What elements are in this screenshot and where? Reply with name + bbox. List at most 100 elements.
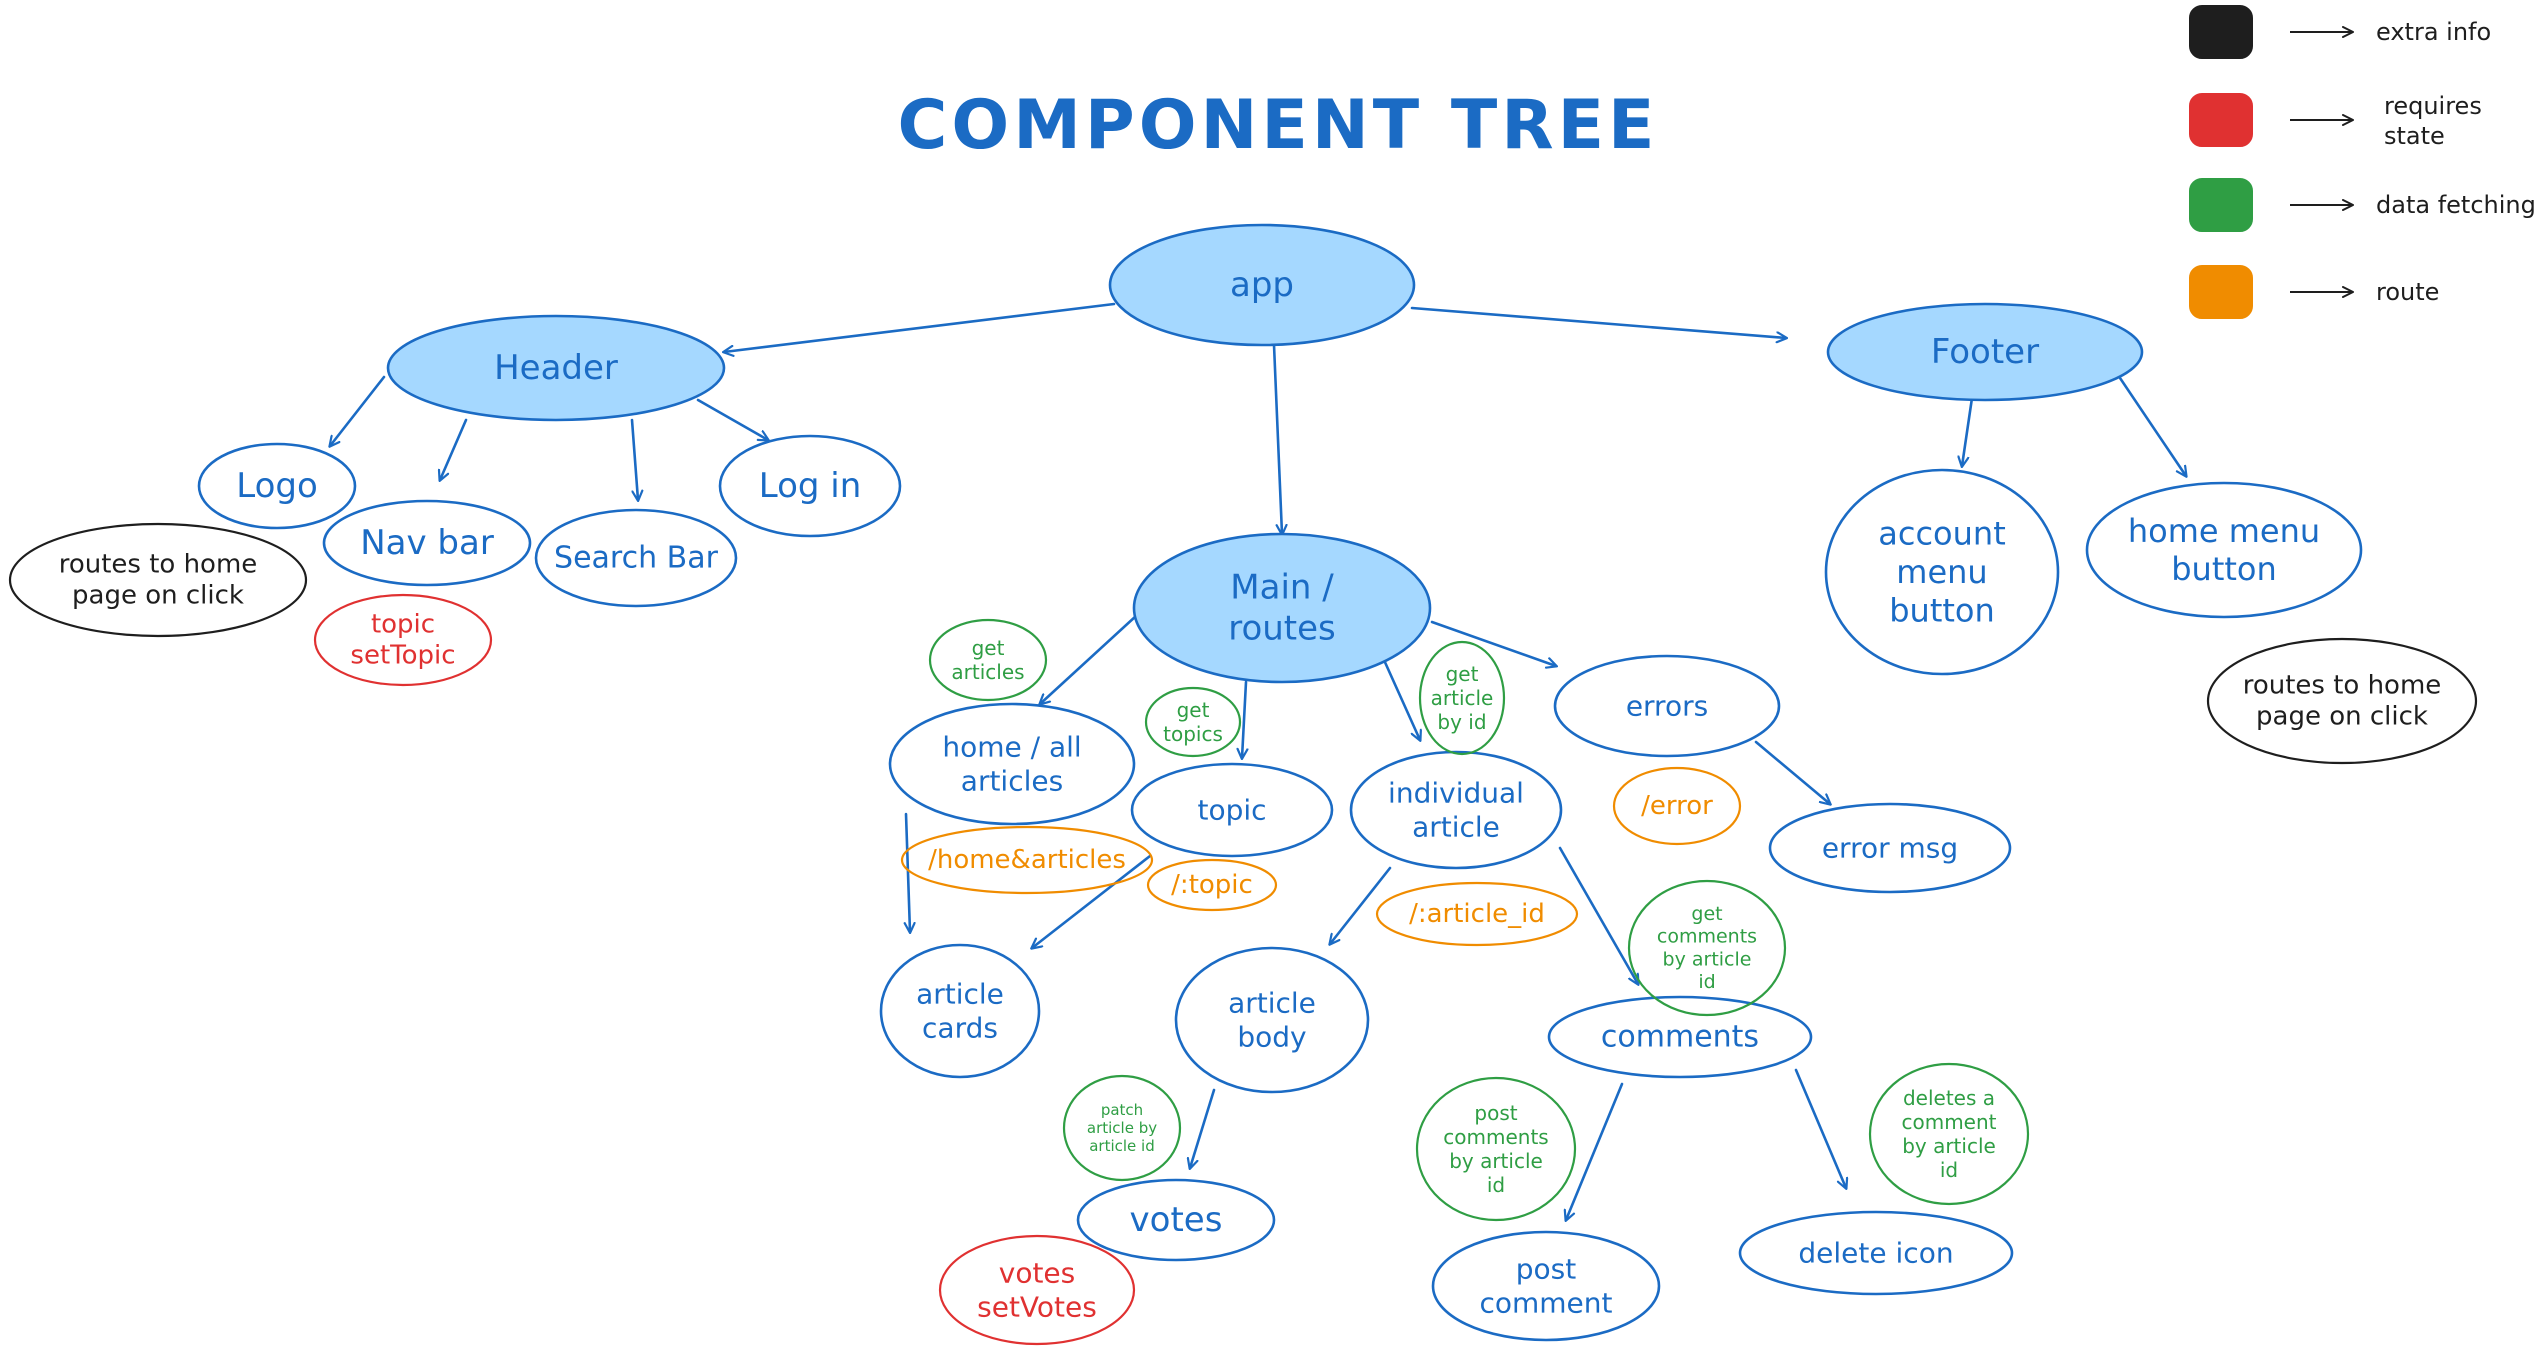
legend-item: extra info <box>2189 5 2491 59</box>
post-comment-node-outline <box>1431 1230 1661 1342</box>
votes-state-note-outline <box>938 1234 1136 1346</box>
edge-app-footer <box>1410 306 1786 338</box>
error-route: /error <box>1612 766 1742 846</box>
home-all-articles-node-outline <box>888 702 1136 826</box>
home-articles-route: /home&articles <box>900 825 1154 895</box>
article-body-node-outline <box>1174 946 1370 1094</box>
legend-label: route <box>2376 278 2439 306</box>
delete-icon-node-outline <box>1738 1210 2014 1296</box>
get-topics-fetch-outline <box>1144 686 1242 758</box>
topic-route-outline <box>1146 858 1278 912</box>
edge-errors-error-msg <box>1754 740 1830 804</box>
app-node: app <box>1108 223 1416 347</box>
votes-node-label: votes <box>1130 1200 1223 1240</box>
edge-footer-home-menu <box>2118 376 2186 476</box>
legend-item: data fetching <box>2189 178 2536 232</box>
post-comments-fetch-outline <box>1415 1076 1577 1222</box>
edge-header-search-bar <box>630 418 638 500</box>
home-button-routes-note-outline <box>2206 637 2478 765</box>
errors-node-outline <box>1553 654 1781 758</box>
article-id-route-label: /:article_id <box>1409 899 1545 929</box>
votes-node: votes <box>1076 1178 1276 1262</box>
edge-individual-article-body <box>1330 866 1392 944</box>
edge-app-main <box>1272 343 1282 534</box>
topic-node-outline <box>1130 762 1334 858</box>
legend-swatch <box>2189 93 2253 147</box>
edge-main-home-articles <box>1040 614 1138 704</box>
diagram-title: COMPONENT TREE <box>897 86 1658 165</box>
main-routes-node: Main /routes <box>1132 532 1432 684</box>
footer-node-outline <box>1826 302 2144 402</box>
delete-icon-node-label: delete icon <box>1798 1237 1953 1270</box>
error-msg-node-outline <box>1768 802 2012 894</box>
app-node-outline <box>1108 223 1416 347</box>
footer-node: Footer <box>1826 302 2144 402</box>
log-in-node: Log in <box>718 434 902 538</box>
logo-node-label: Logo <box>236 466 318 506</box>
edge-main-errors <box>1430 620 1556 666</box>
home-articles-route-label: /home&articles <box>928 845 1126 875</box>
log-in-node-outline <box>718 434 902 538</box>
patch-article-fetch-outline <box>1062 1074 1182 1182</box>
edge-header-log-in <box>696 398 768 440</box>
logo-node-outline <box>197 442 357 530</box>
header-node-outline <box>386 314 726 422</box>
delete-comment-fetch-outline <box>1868 1062 2030 1206</box>
edge-main-individual-article <box>1382 658 1420 740</box>
article-id-route-outline <box>1375 881 1579 947</box>
edge-topic-article-cards <box>1032 854 1152 948</box>
legend-label: extra info <box>2376 18 2491 46</box>
legend-item: route <box>2189 265 2439 319</box>
edge-app-header <box>724 302 1116 352</box>
errors-node-label: errors <box>1626 690 1708 723</box>
edge-article-body-votes <box>1190 1088 1216 1168</box>
edge-header-logo <box>330 375 386 446</box>
error-route-label: /error <box>1641 791 1713 821</box>
account-menu-button-node-outline <box>1824 468 2060 676</box>
nav-bar-node: Nav bar <box>322 499 532 587</box>
article-cards-node-outline <box>879 943 1041 1079</box>
article-id-route: /:article_id <box>1375 881 1579 947</box>
search-bar-node: Search Bar <box>534 508 738 608</box>
main-routes-node-outline <box>1132 532 1432 684</box>
edge-comments-delete-icon <box>1794 1068 1846 1188</box>
edge-main-topic <box>1242 680 1246 758</box>
topic-node-label: topic <box>1197 794 1266 827</box>
main-routes-node-label: Main /routes <box>1228 568 1336 649</box>
legend-swatch <box>2189 178 2253 232</box>
comments-node-outline <box>1547 995 1813 1079</box>
votes-node-outline <box>1076 1178 1276 1262</box>
legend-label: data fetching <box>2376 191 2536 219</box>
